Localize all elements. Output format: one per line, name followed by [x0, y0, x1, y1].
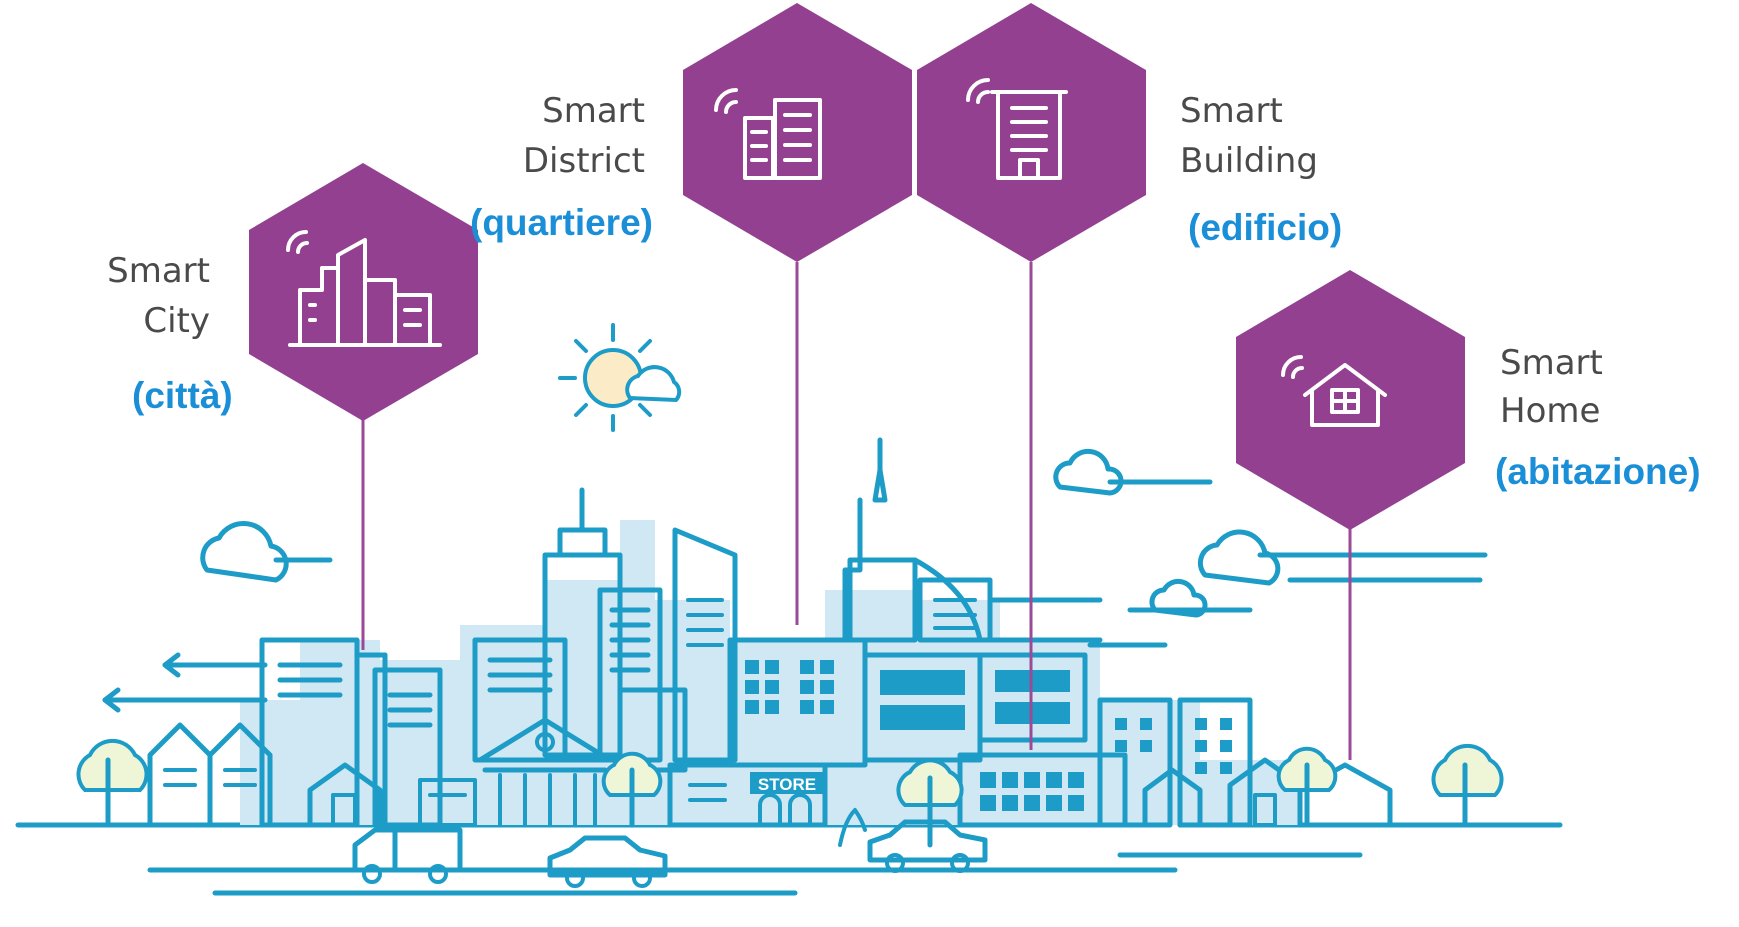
label-district: Smart District (quartiere) — [470, 91, 653, 243]
sun-icon — [558, 323, 682, 432]
district-label-line2: District — [523, 141, 645, 181]
hexagon-district — [683, 3, 912, 262]
district-translation: (quartiere) — [470, 202, 653, 243]
hexagon-home — [1236, 270, 1465, 530]
store-sign: STORE — [758, 775, 816, 794]
connector-stems — [361, 262, 1352, 760]
home-label-line2: Home — [1500, 391, 1600, 431]
clouds — [200, 448, 1488, 648]
ground-lines — [15, 822, 1563, 896]
smart-house-icon — [1281, 355, 1387, 427]
trees — [76, 738, 1504, 848]
hexagon-city — [249, 163, 478, 421]
building-label-line2: Building — [1180, 141, 1318, 181]
label-home: Smart Home (abitazione) — [1495, 343, 1701, 492]
hexagon-building — [917, 3, 1146, 262]
wind-arrows — [102, 652, 268, 713]
vehicles — [352, 808, 988, 888]
building-translation: (edificio) — [1188, 207, 1342, 248]
label-city: Smart City (città) — [107, 251, 233, 416]
district-buildings-icon — [714, 88, 822, 180]
label-building: Smart Building (edificio) — [1180, 91, 1342, 248]
office-building-icon — [966, 78, 1068, 180]
city-skyline-icon — [286, 230, 442, 347]
city-label-line2: City — [143, 301, 210, 341]
building-label-line1: Smart — [1180, 91, 1283, 131]
home-label-line1: Smart — [1500, 343, 1603, 383]
city-translation: (città) — [132, 375, 233, 416]
home-translation: (abitazione) — [1495, 451, 1701, 492]
district-label-line1: Smart — [542, 91, 645, 131]
city-label-line1: Smart — [107, 251, 210, 291]
